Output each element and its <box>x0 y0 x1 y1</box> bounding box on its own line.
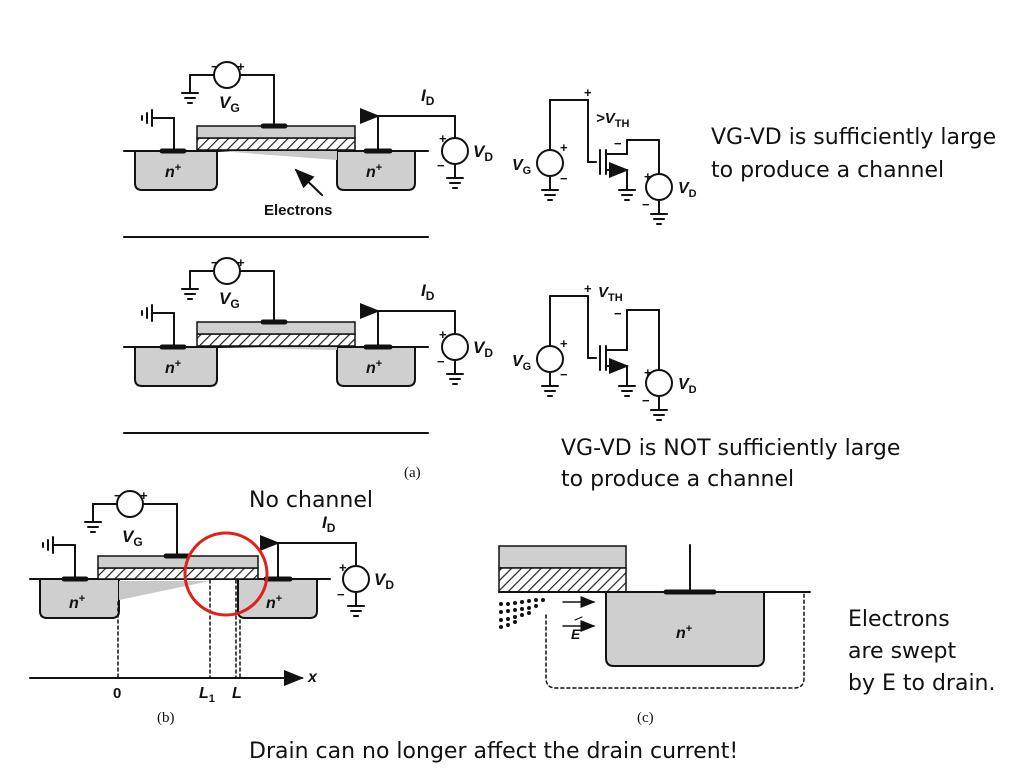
figure-tag-a: (a) <box>404 465 421 481</box>
sch1-vd-plus: + <box>644 169 652 184</box>
p2-vg-minus: − <box>211 255 219 270</box>
electrons-label: Electrons <box>264 202 332 219</box>
pb-vd-plus: + <box>339 560 347 575</box>
pb-vd-minus: − <box>337 587 345 602</box>
x-axis-label: x <box>307 669 318 686</box>
p2-vd-label: VD <box>473 338 493 360</box>
vd-label: VD <box>473 142 493 164</box>
caption-bottom: Drain can no longer affect the drain cur… <box>249 739 738 764</box>
sch1-vg-plus: + <box>560 140 568 155</box>
panel-b-device-cross-section <box>29 490 370 686</box>
caption-electrons-line-3: by E to drain. <box>848 671 996 696</box>
pinch-off-highlight-circle <box>183 531 269 617</box>
sch2-minus: − <box>614 306 622 321</box>
sch1-vg-minus: − <box>560 171 568 186</box>
p2-drain-n-plus: n+ <box>366 358 382 377</box>
figure-tag-c: (c) <box>637 710 654 726</box>
panel-2-schematic <box>536 295 673 421</box>
pb-source-n-plus: n+ <box>69 593 85 612</box>
sch2-vg-label: VG <box>512 353 531 373</box>
caption-top-right-line-1: VG-VD is sufficiently large <box>711 125 996 150</box>
pb-vg-minus: − <box>114 488 122 503</box>
sch1-minus: − <box>614 136 622 151</box>
inversion-channel <box>218 151 337 160</box>
panel-1-device-cross-section <box>123 61 469 196</box>
caption-electrons-line-2: are swept <box>848 639 957 664</box>
drain-n-plus-label: n+ <box>366 162 382 181</box>
vd-plus-sign: + <box>439 131 447 146</box>
p2-vd-plus: + <box>439 327 447 342</box>
pb-id-label: ID <box>322 513 336 535</box>
p2-vd-minus: − <box>437 354 445 369</box>
sch1-vd-minus: − <box>642 197 650 212</box>
pb-vg-label: VG <box>122 527 143 549</box>
p2-vg-plus: + <box>237 255 245 270</box>
tick-l1: L1 <box>199 685 215 705</box>
pc-n-plus: n+ <box>676 623 692 642</box>
caption-mid-right-line-1: VG-VD is NOT sufficiently large <box>561 436 900 461</box>
caption-top-right-line-2: to produce a channel <box>711 158 944 183</box>
pb-drain-n-plus: n+ <box>266 593 282 612</box>
e-vector-bar <box>574 616 583 621</box>
source-n-plus-label: n+ <box>165 162 181 181</box>
tick-0: 0 <box>113 685 121 702</box>
sch2-vd-plus: + <box>644 365 652 380</box>
figure-tag-b: (b) <box>157 710 175 726</box>
vg-minus-sign: − <box>211 59 219 74</box>
sch2-vg-minus: − <box>560 367 568 382</box>
tick-l: L <box>232 685 242 702</box>
sch2-vth-label: VTH <box>598 284 623 304</box>
panel-2-device-cross-section <box>123 257 469 387</box>
p2-id-label: ID <box>421 281 435 303</box>
sch1-vth-label: >VTH <box>596 110 629 130</box>
p2-vg-label: VG <box>219 289 240 311</box>
electron-dots <box>499 598 545 629</box>
caption-mid-right-line-2: to produce a channel <box>561 467 794 492</box>
panel-c-pinch-off-detail <box>498 544 811 689</box>
pb-vg-plus: + <box>140 488 148 503</box>
panel-1-schematic <box>536 99 673 225</box>
sch2-vd-minus: − <box>642 393 650 408</box>
sch1-plus: + <box>584 85 592 100</box>
sch2-vg-plus: + <box>560 336 568 351</box>
vg-plus-sign: + <box>237 59 245 74</box>
pb-vd-label: VD <box>374 570 394 592</box>
vg-label: VG <box>219 93 240 115</box>
sch1-vg-label: VG <box>512 157 531 177</box>
sch1-vd-label: VD <box>678 180 697 200</box>
vd-minus-sign: − <box>437 158 445 173</box>
caption-no-channel: No channel <box>249 488 373 513</box>
caption-electrons-line-1: Electrons <box>848 607 950 632</box>
id-label: ID <box>421 86 435 108</box>
gate-oxide <box>196 137 356 151</box>
drain-well <box>336 150 416 191</box>
p2-source-n-plus: n+ <box>165 358 181 377</box>
source-well <box>134 150 218 191</box>
e-field-label: E <box>571 626 581 642</box>
sch2-plus: + <box>584 281 592 296</box>
sch2-vd-label: VD <box>678 376 697 396</box>
